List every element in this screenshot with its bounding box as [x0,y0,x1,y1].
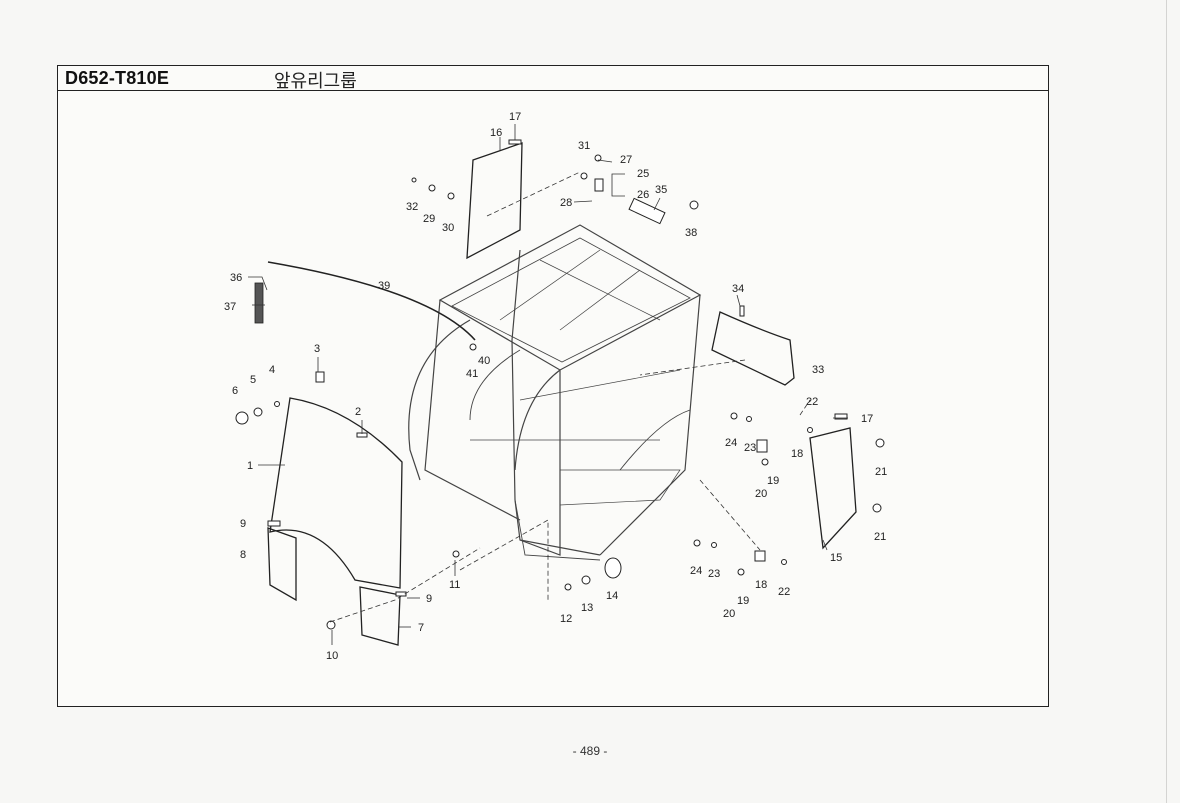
callout-31: 31 [578,140,590,152]
group-title: 앞유리그룹 [274,71,357,92]
callout-3: 3 [314,343,320,355]
diagram-header: D652-T810E 앞유리그룹 [58,66,1048,92]
scan-edge-line [1166,0,1167,803]
callout-17a: 17 [509,111,521,123]
hardware-parts [235,139,885,630]
callout-18a: 18 [791,448,803,460]
glass-panels [254,142,857,646]
callout-4: 4 [269,364,275,376]
front-windshield-glass [269,397,403,589]
callout-8: 8 [240,549,246,561]
callout-16: 16 [490,127,502,139]
callout-19b: 19 [737,595,749,607]
callout-37: 37 [224,301,236,313]
callout-35: 35 [655,184,667,196]
callout-38: 38 [685,227,697,239]
callout-20b: 20 [723,608,735,620]
callout-7: 7 [418,622,424,634]
callout-20a: 20 [755,488,767,500]
callout-24b: 24 [690,565,702,577]
callout-15: 15 [830,552,842,564]
callout-36: 36 [230,272,242,284]
callout-23a: 23 [744,442,756,454]
lower-front-glass-right [359,586,401,646]
callout-41: 41 [466,368,478,380]
callout-14: 14 [606,590,618,602]
callout-21b: 21 [874,531,886,543]
callout-9b: 9 [426,593,432,605]
callout-30: 30 [442,222,454,234]
callout-13: 13 [581,602,593,614]
wiper-strip [267,261,476,341]
callout-11: 11 [449,579,460,591]
callout-22a: 22 [806,396,818,408]
right-door-glass [809,427,857,550]
callout-29: 29 [423,213,435,225]
model-code: D652-T810E [65,68,170,88]
callout-25: 25 [637,168,649,180]
callout-22b: 22 [778,586,790,598]
wiper-arm [254,282,264,324]
callout-12: 12 [560,613,572,625]
parts-diagram-frame: D652-T810E 앞유리그룹 [57,65,1049,707]
callout-6: 6 [232,385,238,397]
callout-40: 40 [478,355,490,367]
callout-26: 26 [637,189,649,201]
leader-lines [248,124,848,645]
callout-39: 39 [378,280,390,292]
callout-32: 32 [406,201,418,213]
callout-28: 28 [560,197,572,209]
page-number: - 489 - [572,744,608,758]
callout-labels: 1 2 3 4 5 6 7 8 9 9 10 11 12 13 14 15 16… [224,111,887,662]
callout-24a: 24 [725,437,737,449]
callout-27: 27 [620,154,632,166]
callout-23b: 23 [708,568,720,580]
lower-front-glass-left [267,527,297,602]
callout-21a: 21 [875,466,887,478]
callout-19a: 19 [767,475,779,487]
callout-5: 5 [250,374,256,386]
callout-33: 33 [812,364,824,376]
callout-10: 10 [326,650,338,662]
callout-34: 34 [732,283,744,295]
cab-frame [408,224,702,561]
callout-2: 2 [355,406,361,418]
callout-17b: 17 [861,413,873,425]
callout-18b: 18 [755,579,767,591]
roof-side-glass [711,311,795,386]
callout-9a: 9 [240,518,246,530]
upper-rear-glass [466,142,523,260]
callout-1: 1 [247,460,253,472]
